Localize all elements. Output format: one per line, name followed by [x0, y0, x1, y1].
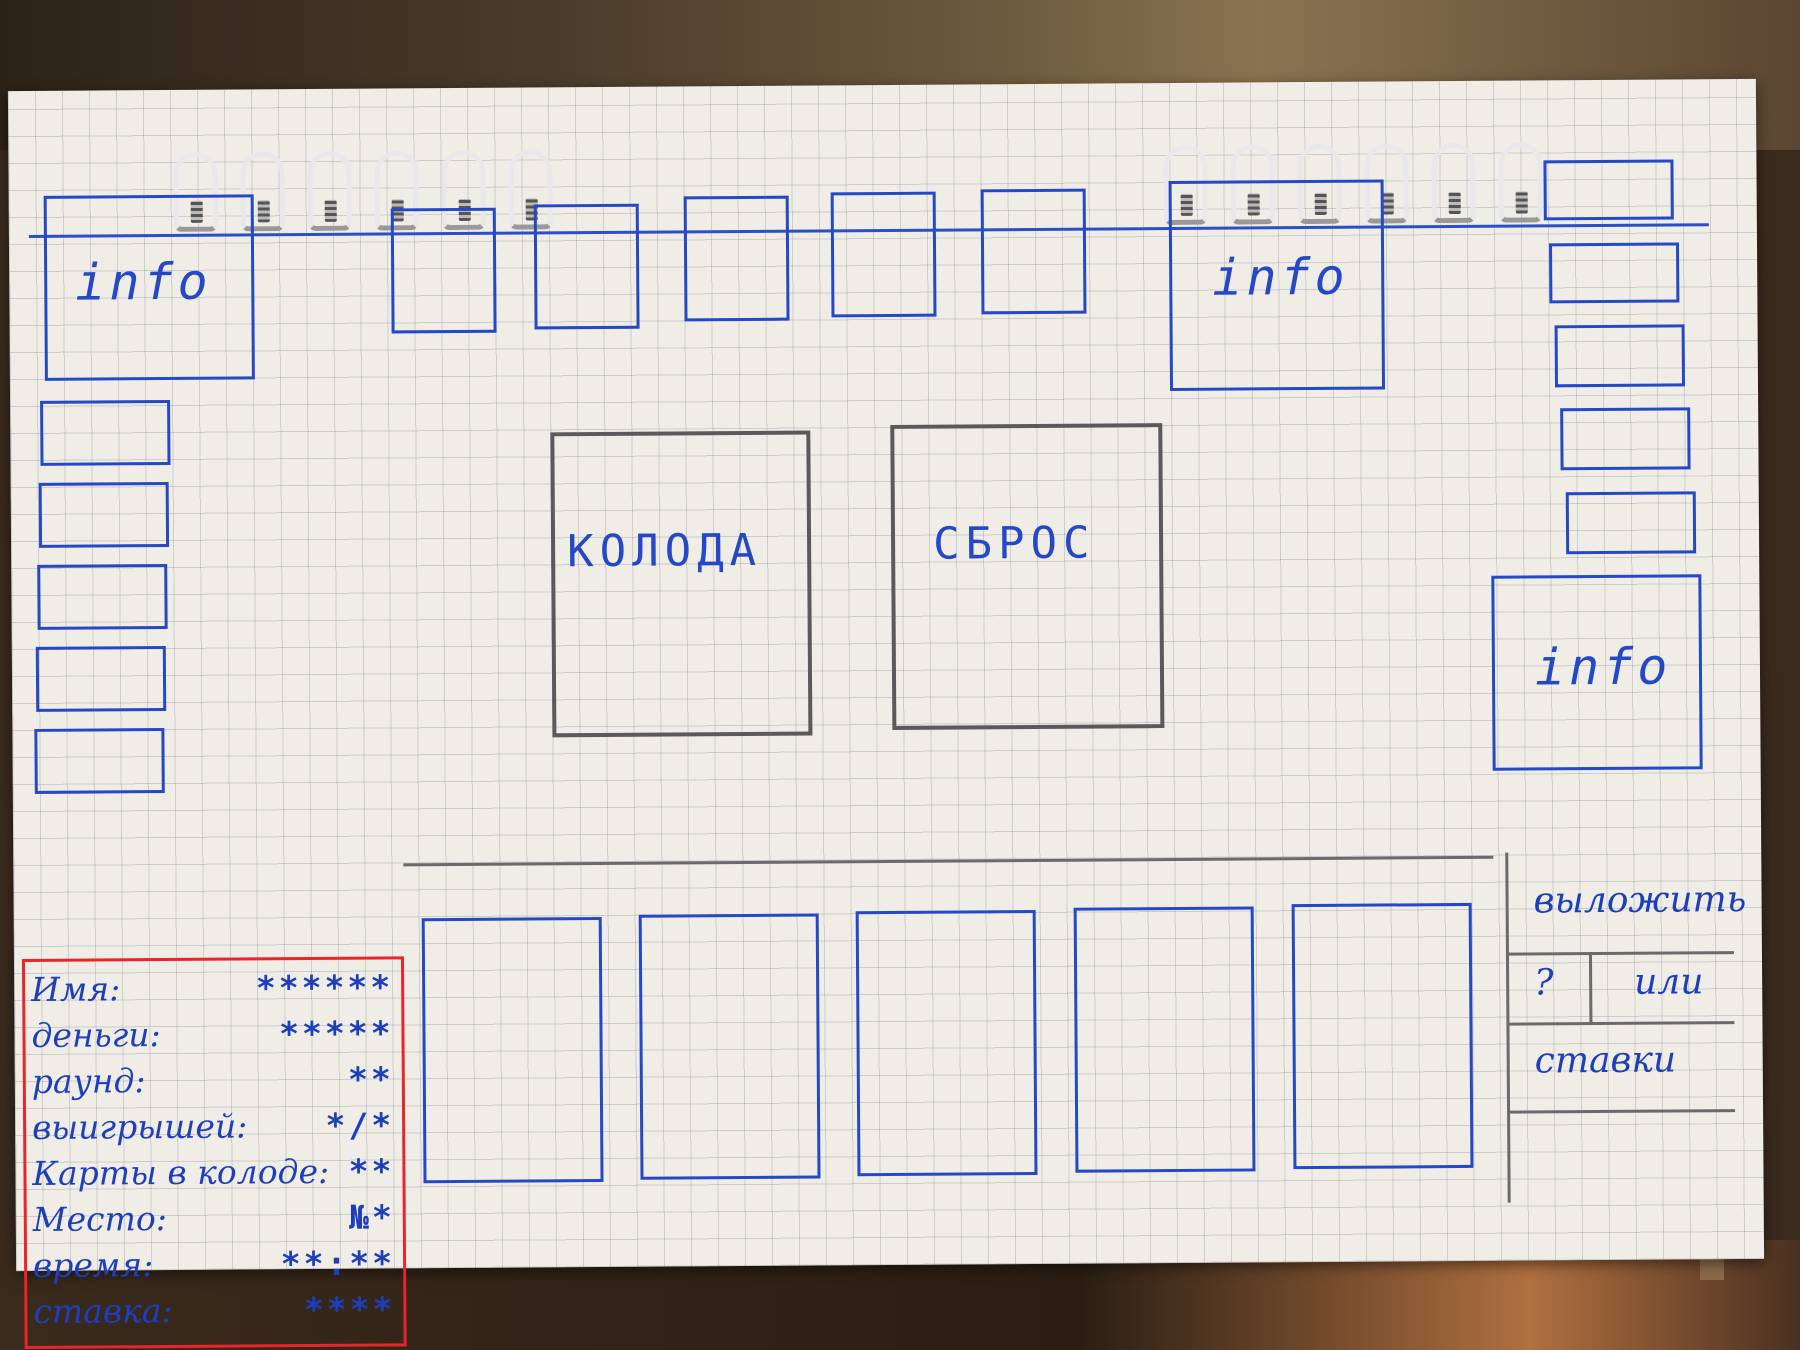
opponent-card-right[interactable]	[1549, 242, 1680, 304]
opponent-card-left[interactable]	[40, 399, 171, 466]
spiral-ring	[1431, 142, 1476, 224]
discard-pile[interactable]: СБРОС	[890, 423, 1165, 730]
bets-button[interactable]: ставки	[1534, 1039, 1677, 1082]
stat-value: **	[348, 1151, 395, 1191]
stat-label: выигрышей:	[32, 1106, 248, 1147]
opponent-card-top[interactable]	[390, 207, 497, 334]
stat-label: Место:	[32, 1199, 168, 1239]
or-label: или	[1634, 961, 1704, 1003]
opponent-card-right[interactable]	[1560, 407, 1691, 471]
opponent-card-top[interactable]	[830, 191, 937, 318]
opponent-card-right[interactable]	[1554, 324, 1686, 388]
stat-bet: ставка: ****	[33, 1289, 403, 1338]
stat-name: Имя: ******	[31, 967, 401, 1016]
opponent-card-top[interactable]	[683, 195, 790, 322]
opponent-info-panel-right[interactable]: info	[1491, 574, 1703, 771]
opponent-card-right[interactable]	[1565, 491, 1697, 555]
play-card-button[interactable]: выложить	[1533, 878, 1747, 922]
player-hand-card[interactable]	[1291, 902, 1474, 1170]
opponent-card-left[interactable]	[38, 482, 170, 548]
stat-label: Карты в колоде:	[32, 1151, 330, 1193]
opponent-card-top[interactable]	[980, 188, 1087, 315]
action-panel-border	[1505, 852, 1511, 1203]
stat-cards-in-deck: Карты в колоде: **	[32, 1151, 402, 1200]
opponent-card-right[interactable]	[1543, 159, 1674, 221]
stat-value: **	[347, 1059, 394, 1099]
info-label: info	[75, 252, 212, 312]
notebook-sheet: info info info КОЛОДА СБРОС выложить ?	[7, 78, 1765, 1350]
stat-value: ******	[255, 967, 394, 1008]
stat-value: №*	[348, 1197, 395, 1237]
stat-value: *****	[279, 1013, 394, 1054]
stat-value: **:**	[280, 1243, 396, 1284]
help-button[interactable]: ?	[1534, 962, 1554, 1004]
stat-value: */*	[325, 1105, 395, 1145]
deck-pile[interactable]: КОЛОДА	[550, 430, 813, 738]
action-panel-border	[1509, 1021, 1735, 1026]
stat-money: деньги: *****	[31, 1013, 401, 1062]
discard-label: СБРОС	[932, 517, 1096, 570]
opponent-card-left[interactable]	[35, 646, 167, 712]
info-label: info	[1534, 637, 1672, 697]
stat-label: ставка:	[33, 1290, 173, 1331]
player-stats-panel: Имя: ****** деньги: ***** раунд: ** выиг…	[21, 956, 407, 1350]
player-hand-card[interactable]	[1073, 906, 1256, 1173]
spiral-ring	[1498, 142, 1543, 223]
player-hand-card[interactable]	[638, 913, 821, 1180]
opponent-card-top[interactable]	[533, 203, 640, 330]
stat-label: Имя:	[31, 969, 121, 1009]
stat-place: Место: №*	[33, 1197, 403, 1246]
stat-wins: выигрышей: */*	[32, 1105, 402, 1154]
spiral-ring	[307, 150, 352, 232]
opponent-card-left[interactable]	[37, 564, 168, 630]
info-label: info	[1212, 247, 1349, 307]
stat-value: ****	[303, 1289, 396, 1330]
stat-label: деньги:	[31, 1015, 161, 1055]
stat-label: время:	[32, 1245, 154, 1285]
hand-area-divider	[403, 855, 1494, 867]
opponent-card-left[interactable]	[34, 728, 165, 794]
opponent-info-panel-left[interactable]: info	[43, 194, 255, 381]
deck-label: КОЛОДА	[566, 524, 763, 578]
stat-label: раунд:	[31, 1061, 146, 1101]
action-panel-border	[1510, 1109, 1736, 1114]
player-hand-card[interactable]	[421, 916, 604, 1184]
opponent-info-panel-top-right[interactable]: info	[1168, 179, 1386, 392]
action-panel-border	[1508, 951, 1734, 956]
stat-time: время: **:**	[33, 1243, 403, 1292]
player-hand-card[interactable]	[855, 909, 1038, 1177]
action-panel-border	[1588, 952, 1593, 1025]
stat-round: раунд: **	[32, 1059, 402, 1108]
